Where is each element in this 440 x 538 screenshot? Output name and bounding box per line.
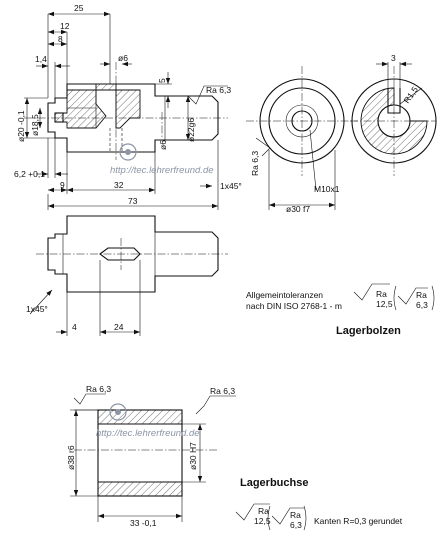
dim-5: 5 [157,78,167,83]
buchse-sym-ra-a: Ra [258,506,269,516]
dim-1x45-a: 1x45° [220,181,242,191]
dim-r1-5: R1,5 [401,84,420,105]
dim-12: 12 [60,21,70,31]
dim-73: 73 [128,196,138,206]
ra-6-3-shaft: Ra 6,3 [206,85,231,95]
dim-1-4: 1,4 [35,54,47,64]
buchse-view: Ra 6,3 Ra 6,3 ø38 r6 ø30 H7 33 -0,1 [66,384,236,528]
ra-6-3-end: Ra 6,3 [250,151,260,176]
ra-6-3-buchse-right: Ra 6,3 [210,386,235,396]
bolzen-front-view: 25 12 8 1,4 ø6 5 Ra 6,3 ø20 -0,1 ø18,5 [14,3,242,210]
dim-o6-side: ø6 [158,140,168,150]
dim-24: 24 [114,322,124,332]
dim-6-2: 6,2 +0,1 [14,169,45,179]
dim-o30f7: ø30 f7 [286,204,310,214]
dim-25: 25 [74,3,84,13]
tolerance-line-2: nach DIN ISO 2768-1 - m [246,301,342,311]
sym-ra-a: Ra [376,289,387,299]
watermark-text-2: http://tec.lehrerfreund.de [96,428,200,439]
dim-o22g6: ø22g6 [186,118,196,142]
dim-m10x1: M10x1 [314,184,340,194]
dim-1x45-b: 1x45° [26,304,48,314]
dim-o20: ø20 -0,1 [16,110,26,142]
watermark-text-1: http://tec.lehrerfreund.de [110,165,214,176]
buchse-edge-note: Kanten R=0,3 gerundet [314,516,403,526]
sym-12-5-a: 12,5 [376,299,393,309]
watermark-logo-1: http://tec.lehrerfreund.de [110,143,214,176]
dim-o6-top: ø6 [118,53,128,63]
ra-6-3-buchse-left: Ra 6,3 [86,384,111,394]
buchse-sym-12-5-a: 12,5 [254,516,271,526]
buchse-sym-6-3-b: 6,3 [290,520,302,530]
dim-33: 33 -0,1 [130,518,157,528]
dim-9: 9 [60,180,65,190]
dim-8: 8 [58,34,63,44]
dim-o18-5: ø18,5 [30,114,40,136]
sym-6-3-b: 6,3 [416,300,428,310]
dim-32: 32 [114,180,124,190]
dim-o38r6: ø38 r6 [66,445,76,470]
surface-symbol-bolzen: Ra 12,5 Ra 6,3 [353,283,435,311]
title-lagerbolzen: Lagerbolzen [336,325,401,337]
watermark-logo-2: http://tec.lehrerfreund.de [96,403,200,439]
tolerance-line-1: Allgemeintoleranzen [246,290,323,300]
bolzen-end-view: Ra 6,3 M10x1 ø30 f7 [246,66,358,214]
bolzen-section-view: 3 R1,5 [350,53,437,176]
dim-4: 4 [72,322,77,332]
buchse-sym-ra-b: Ra [290,510,301,520]
bolzen-top-view: 1x45° 4 24 [26,215,228,336]
surface-symbol-buchse: Ra 12,5 Ra 6,3 [235,503,307,531]
sym-ra-b: Ra [416,290,427,300]
dim-o30h7: ø30 H7 [188,442,198,470]
title-lagerbuchse: Lagerbuchse [240,477,308,489]
dim-3: 3 [391,53,396,63]
